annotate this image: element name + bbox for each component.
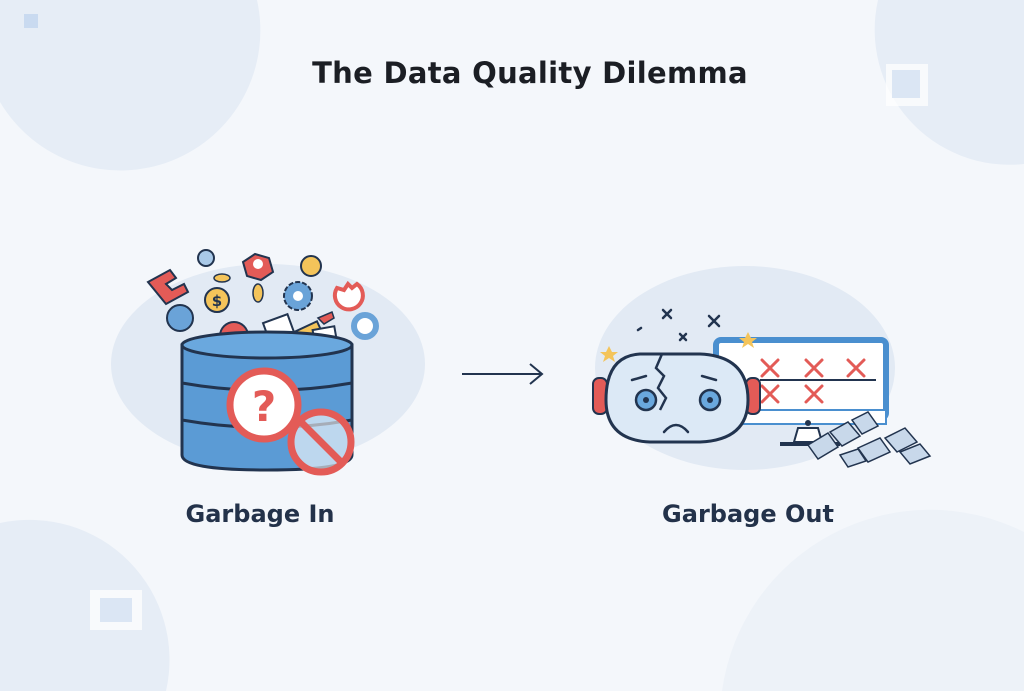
garbage-barrel-icon: $ ? xyxy=(111,249,425,476)
page-title: The Data Quality Dilemma xyxy=(312,56,748,90)
garbage-in-label: Garbage In xyxy=(185,500,335,528)
svg-text:$: $ xyxy=(212,292,222,310)
arrow-right-icon xyxy=(462,363,544,385)
garbage-out-label: Garbage Out xyxy=(662,500,834,528)
svg-text:?: ? xyxy=(252,382,276,431)
broken-robot-monitor-icon xyxy=(592,266,932,470)
